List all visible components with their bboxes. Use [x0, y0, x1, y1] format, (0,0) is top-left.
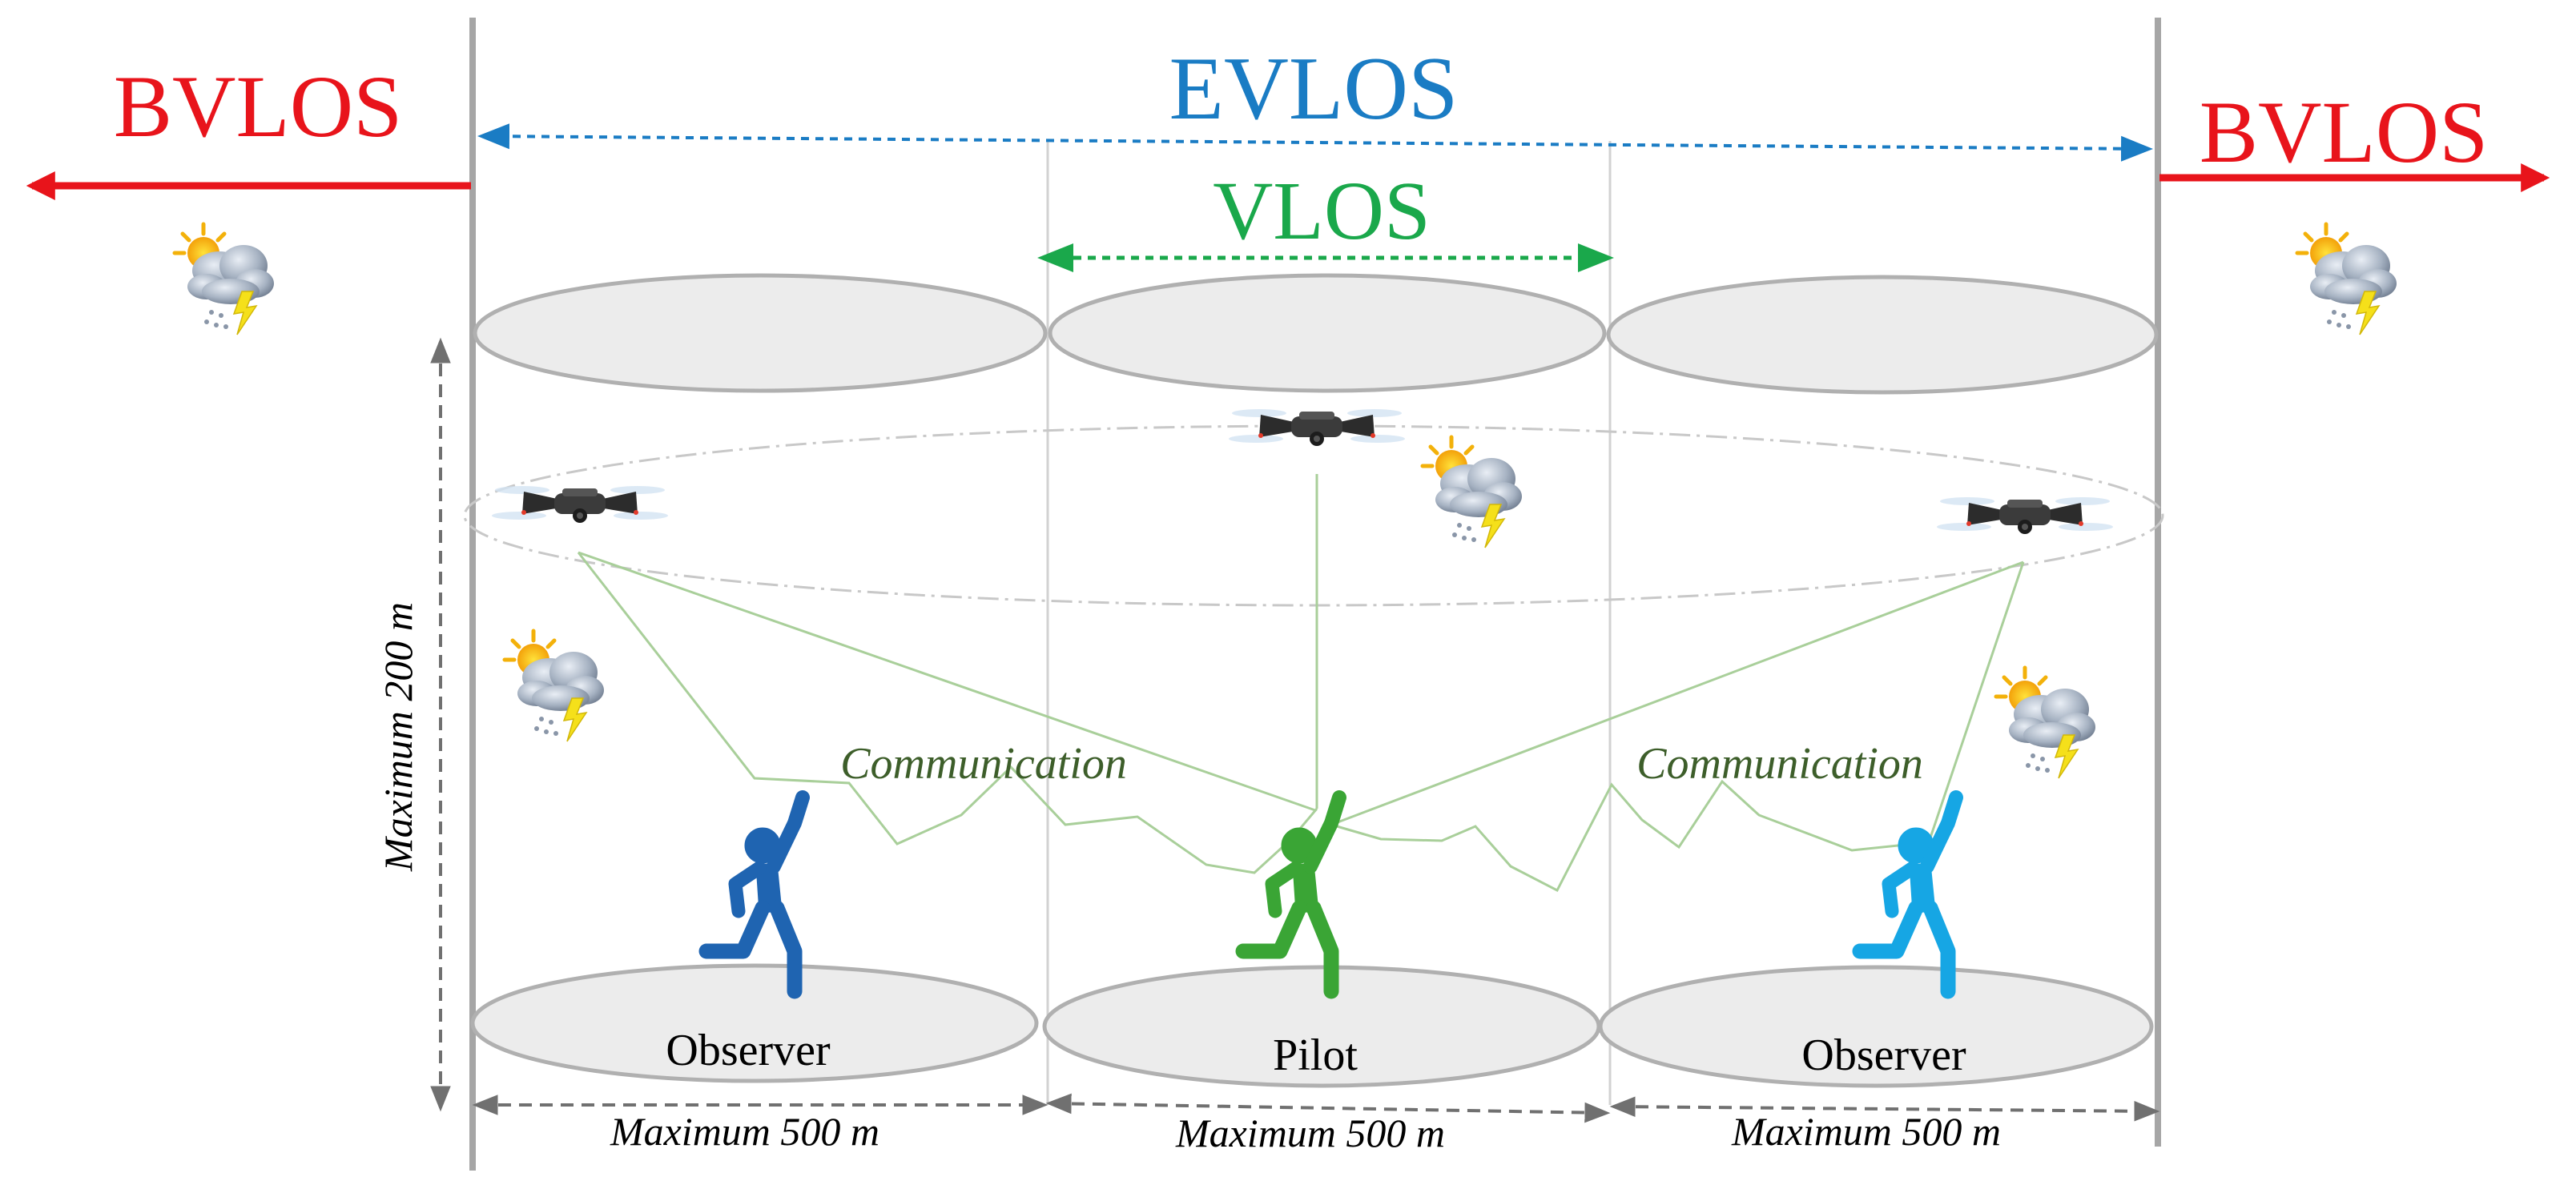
person-running-icon-observer-left [706, 797, 803, 991]
drone-icon-center [1229, 409, 1405, 446]
observer-left-label: Observer [666, 1026, 831, 1075]
top-ellipse-center [1048, 273, 1607, 393]
drone-icon-left [492, 486, 668, 523]
weather-storm-icon-top-left [175, 224, 274, 335]
top-ellipse-left [473, 273, 1048, 393]
width-dimension-label-2: Maximum 500 m [1175, 1111, 1445, 1155]
width-dimension-label-3: Maximum 500 m [1731, 1109, 2001, 1154]
comm-label-right: Communication [1636, 739, 1923, 789]
vlos-label: VLOS [1213, 165, 1431, 257]
weather-storm-icon-center [1423, 437, 1522, 548]
communication-lines [577, 474, 2025, 893]
width-dimension-label-1: Maximum 500 m [610, 1109, 879, 1154]
evlos-arrow [477, 123, 2153, 162]
pilot-label: Pilot [1273, 1030, 1358, 1080]
person-running-icon-observer-right [1860, 797, 1956, 991]
weather-storm-icon-top-right [2297, 224, 2397, 335]
person-running-icon-pilot [1243, 797, 1339, 991]
comm-label-left: Communication [840, 739, 1127, 789]
weather-storm-icon-right [1996, 668, 2095, 778]
bvlos-left-label: BVLOS [114, 58, 403, 155]
drone-icon-right [1937, 497, 2113, 534]
width-dimension-arrows [472, 1093, 2160, 1123]
top-coverage-ellipses [473, 273, 2159, 395]
bottom-ellipse-left [470, 963, 1039, 1083]
bottom-coverage-ellipses [470, 963, 2154, 1088]
bvlos-right-label: BVLOS [2200, 83, 2489, 181]
width-dimension-arrow-3 [1609, 1096, 2160, 1122]
evlos-label: EVLOS [1169, 39, 1459, 139]
height-dimension-label: Maximum 200 m [376, 602, 421, 872]
weather-storm-icon-left [505, 631, 604, 741]
width-dimension-arrow-2 [1045, 1093, 1611, 1123]
top-ellipse-right [1606, 275, 2159, 395]
flight-path-ellipse [463, 424, 2164, 607]
observer-right-label: Observer [1801, 1030, 1966, 1080]
bottom-ellipse-right [1598, 965, 2154, 1088]
